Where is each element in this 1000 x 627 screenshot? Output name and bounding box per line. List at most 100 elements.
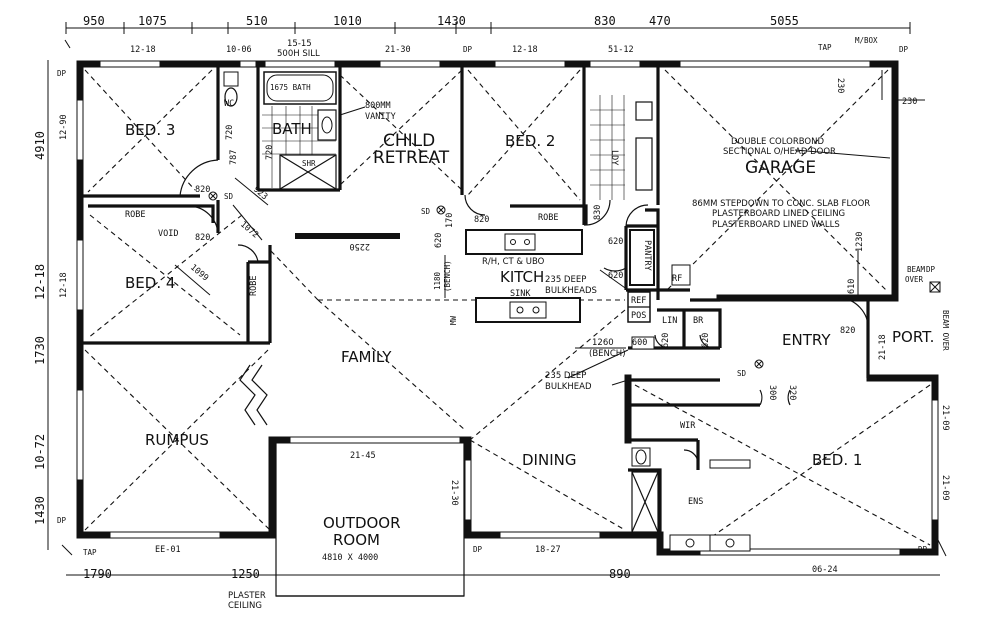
outdoor-room-outline: [275, 443, 465, 597]
mw-label: MW: [449, 315, 458, 325]
beam-over-note-2: OVER: [905, 275, 924, 284]
opening-600: 600: [632, 338, 647, 348]
room-outdoor-size: 4810 X 4000: [322, 553, 378, 563]
opening-720-wc: 720: [225, 125, 235, 140]
room-child-retreat-1: CHILD: [383, 131, 435, 151]
dim-left-5: 1430: [33, 496, 47, 525]
dim-top-7: 470: [649, 14, 671, 28]
opening-620-br: 620: [701, 333, 711, 348]
dimension-lines: [47, 22, 947, 576]
bulkhead-note-1: 235 DEEP: [545, 371, 586, 381]
bench-1180-note-2: (BENCH): [443, 260, 452, 292]
room-kitch: KITCH: [500, 268, 544, 286]
sd-note-2: SD: [421, 207, 431, 216]
dp-note-7: DP: [926, 265, 936, 274]
wall-dim-garage-230b: 230: [902, 97, 917, 107]
wall-dim-top-1: 12-18: [130, 45, 156, 55]
wall-dim-top-2: 10-06: [226, 45, 252, 55]
bulkheads-note-2: BULKHEADS: [545, 286, 597, 296]
wall-dim-bottom-2: 06-24: [812, 565, 838, 575]
pos-label: POS: [631, 311, 646, 321]
opening-1099: 1099: [188, 263, 210, 284]
opening-820-bed3: 820: [195, 185, 210, 195]
wall-dim-garage-610: 610: [847, 279, 857, 294]
opening-820-entry: 820: [840, 326, 855, 336]
garage-door-note-2: SECTIONAL O/HEAD DOOR: [723, 147, 836, 157]
opening-820-void: 820: [195, 233, 210, 243]
wall-dim-right-1: 21-09: [940, 405, 950, 431]
left-dimension-values: 4910 12-18 1730 10-72 1430: [33, 131, 47, 525]
room-bed4: BED. 4: [125, 274, 175, 292]
opening-620-lin: 620: [661, 333, 671, 348]
opening-620-pantry: 620: [608, 271, 623, 281]
mbox-note: M/BOX: [855, 36, 878, 45]
wall-dim-top-4: 12-18: [512, 45, 538, 55]
room-shr: SHR: [302, 159, 316, 168]
dim-top-1: 950: [83, 14, 105, 28]
room-bed3: BED. 3: [125, 121, 175, 139]
tap-note-bottom: TAP: [83, 548, 97, 557]
bulkheads-note-1: 235 DEEP: [545, 275, 586, 285]
room-port: PORT.: [892, 328, 934, 346]
smoke-detector-icon: [754, 359, 764, 369]
wall-dim-rumpus-bottom: EE-01: [155, 545, 181, 555]
kitchen-benches: [295, 229, 691, 350]
wall-dim-outdoor-top: 21-45: [350, 451, 376, 461]
smoke-detector-icons: [208, 191, 941, 369]
dp-note-6: DP: [918, 545, 928, 554]
dp-note-3: DP: [899, 45, 909, 54]
dim-top-3: 510: [246, 14, 268, 28]
garage-floor-note-1: 86MM STEPDOWN TO CONC. SLAB FLOOR: [692, 199, 870, 209]
window-note-1: 15-15: [287, 39, 312, 49]
kitchen-bench-note: R/H, CT & UBO: [482, 257, 545, 267]
dim-top-6: 830: [594, 14, 616, 28]
room-ldy: LDY: [609, 150, 619, 165]
wall-dim-bottom-1: 18-27: [535, 545, 561, 555]
windows: [76, 60, 939, 556]
dim-left-3: 1730: [33, 336, 47, 365]
wall-dim-garage-230a: 230: [835, 78, 845, 93]
opening-830: 830: [593, 205, 603, 220]
door-swings: [179, 159, 869, 463]
opening-320: 320: [787, 385, 797, 400]
beam-box-icon: [929, 281, 941, 293]
dim-bottom-2: 1250: [231, 567, 260, 581]
dim-top-2: 1075: [138, 14, 167, 28]
room-bed1: BED. 1: [812, 451, 862, 469]
opening-300: 300: [767, 385, 777, 400]
opening-1072: 1072: [238, 220, 260, 241]
opening-620-ldy: 620: [608, 237, 623, 247]
room-outdoor-2: ROOM: [333, 531, 380, 549]
opening-620-bench: 620: [434, 233, 444, 248]
robe-label-3: ROBE: [249, 276, 259, 296]
room-dining: DINING: [522, 451, 576, 469]
interior-walls: [80, 64, 870, 535]
tap-note: TAP: [818, 43, 832, 52]
opening-720-bath: 720: [265, 145, 275, 160]
room-void: VOID: [158, 229, 178, 239]
dp-note-1: DP: [57, 69, 67, 78]
wall-dim-left-rot: 12-90: [59, 114, 69, 140]
plaster-ceiling-note-2: CEILING: [228, 601, 262, 611]
dim-left-2: 12-18: [33, 264, 47, 300]
bench-1260-note-2: (BENCH): [589, 349, 626, 359]
bulkhead-note-2: BULKHEAD: [545, 382, 592, 392]
garage-floor-note-2: PLASTERBOARD LINED CEILING: [712, 209, 845, 219]
wall-dimensions: 12-18 10-06 21-30 12-18 51-12 18-27 06-2…: [59, 45, 950, 575]
room-family: FAMILY: [341, 348, 392, 366]
wall-dim-family: 2250: [350, 241, 370, 251]
top-dimension-values: 950 1075 510 1010 1430 830 470 5055: [83, 14, 799, 28]
dim-bottom-1: 1790: [83, 567, 112, 581]
bathroom-fixtures: [223, 71, 751, 552]
dim-top-8: 5055: [770, 14, 799, 28]
robe-label-2: ROBE: [538, 213, 558, 223]
bottom-dimension-values: 1790 1250 890: [83, 567, 631, 581]
wall-dim-port: 21-18: [878, 334, 888, 360]
opening-787: 787: [229, 150, 239, 165]
dim-top-4: 1010: [333, 14, 362, 28]
opening-820-bed2: 820: [474, 215, 489, 225]
room-bath: BATH: [272, 120, 312, 138]
wall-dim-left-mid: 12-18: [59, 272, 69, 298]
sd-note-1: SD: [224, 192, 234, 201]
room-garage: GARAGE: [745, 158, 816, 178]
